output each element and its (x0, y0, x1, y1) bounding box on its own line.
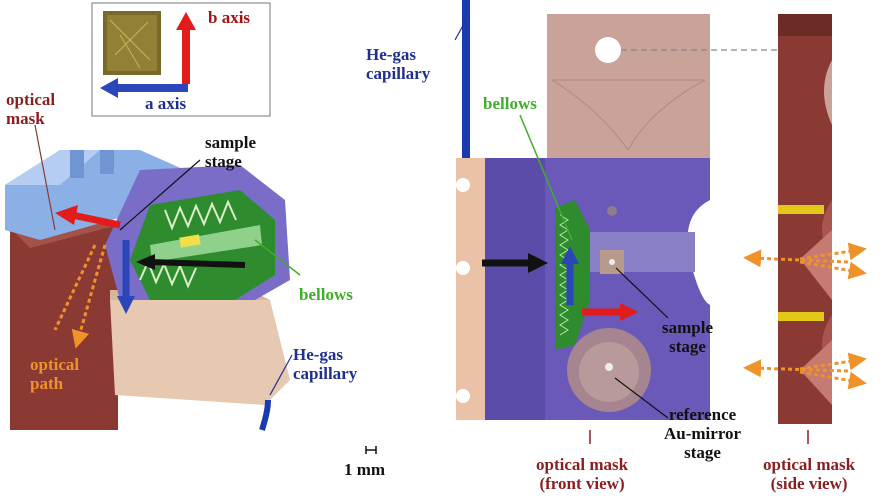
leader-bellows-mid (519, 114, 573, 241)
he-gas-capillary-label-left-line2: capillary (293, 364, 358, 383)
optical-path-label-line2: path (30, 374, 64, 393)
a-axis-label: a axis (145, 94, 187, 113)
reference-stage-label-line1: reference (668, 405, 737, 424)
side-optical-paths (743, 242, 867, 390)
front-mask-hole (595, 37, 621, 63)
side-pin-upper (778, 205, 824, 214)
reference-stage-label-line2: Au-mirror (664, 424, 742, 443)
b-axis-label: b axis (208, 8, 251, 27)
leader-capillary-left (269, 354, 293, 396)
reference-stage-label: reference Au-mirror stage (664, 405, 741, 462)
side-view (743, 14, 867, 444)
scale-bar (365, 446, 377, 454)
optical-mask-side-label-line2: (side view) (770, 474, 848, 493)
front-view (365, 0, 800, 454)
optical-path-label-line1: optical (30, 355, 80, 374)
optical-mask-side-label-line1: optical mask (763, 455, 856, 474)
leader-reference-stage (614, 377, 669, 419)
bellows-ridges-top (164, 199, 237, 231)
he-gas-capillary-label-left-line1: He-gas (293, 345, 344, 364)
bellows-label-left: bellows (299, 285, 353, 304)
red-arrow-left (71, 211, 121, 229)
optical-mask-front-label-line2: (front view) (539, 474, 625, 493)
he-gas-capillary-label-mid: He-gas capillary (366, 45, 430, 83)
side-pin-lower (778, 312, 824, 321)
reference-stage-label-line3: stage (684, 443, 721, 462)
optical-mask-side-label: optical mask (side view) (763, 455, 855, 493)
leader-sample-stage-mid (615, 267, 669, 319)
optical-mask-label-left-line2: mask (6, 109, 45, 128)
optical-path-label: optical path (30, 355, 79, 393)
sample-stage-label-left: sample stage (205, 133, 256, 171)
optical-mask-label-left-line1: optical (6, 90, 56, 109)
sample-stage-label-left-line2: stage (205, 152, 242, 171)
sample-stage-label-mid: sample stage (662, 318, 713, 356)
optical-mask-front-label-line1: optical mask (536, 455, 629, 474)
housing-block (110, 300, 290, 405)
optical-mask-front-label: optical mask (front view) (536, 455, 628, 493)
he-gas-capillary-label-mid-line1: He-gas (366, 45, 417, 64)
sample-stage-label-left-line1: sample (205, 133, 256, 152)
leader-capillary-mid (454, 21, 466, 41)
inset-axes (91, 2, 271, 117)
left-he-capillary-line (259, 399, 271, 431)
optical-path-left (71, 244, 107, 349)
optical-mask-label-left: optical mask (6, 90, 55, 128)
mid-he-capillary-tube (462, 0, 470, 160)
sample-stage-label-mid-line2: stage (669, 337, 706, 356)
left-3d-view (5, 124, 301, 431)
he-gas-capillary-label-mid-line2: capillary (366, 64, 431, 83)
bellows-label-mid: bellows (483, 94, 537, 113)
leader-bellows-left (254, 239, 301, 276)
leader-sample-stage-left (119, 159, 201, 231)
side-cone-lower (800, 340, 832, 405)
leader-optical-mask (34, 124, 56, 231)
black-arrow-left (149, 259, 246, 268)
he-gas-capillary-label-left: He-gas capillary (293, 345, 357, 383)
front-mask-upper (547, 14, 710, 159)
sample-stage-label-mid-line1: sample (662, 318, 713, 337)
scale-bar-label: 1 mm (344, 460, 386, 479)
optical-mask-body (10, 205, 118, 430)
